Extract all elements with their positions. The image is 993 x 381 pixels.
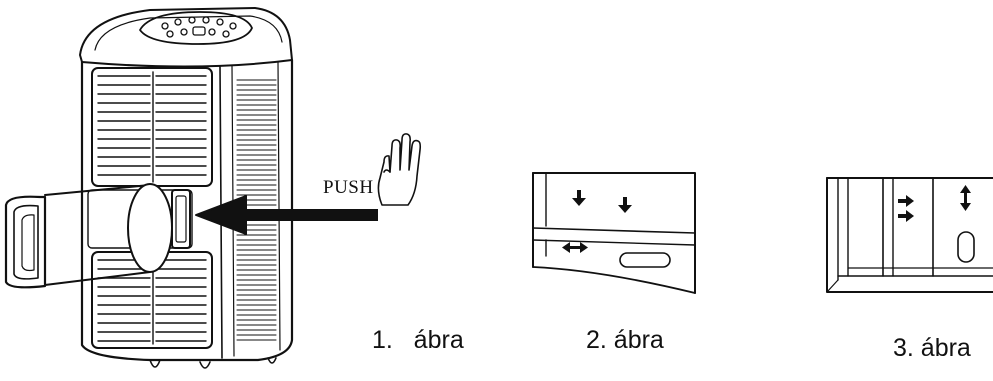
double-horizontal-arrow-icon: [562, 242, 588, 253]
double-vertical-arrow-icon: [960, 185, 971, 211]
window-diagram-3: [826, 177, 993, 293]
figure-3-caption: 3. ábra: [893, 334, 971, 362]
figure-1-caption: 1. ábra: [372, 326, 464, 354]
push-label: PUSH: [323, 177, 374, 198]
control-panel: [139, 11, 253, 45]
figure-2-caption: 2. ábra: [586, 326, 664, 354]
right-arrow-icon-2: [898, 210, 914, 222]
down-arrow-icon-2: [618, 197, 632, 213]
exhaust-hose: [44, 183, 191, 286]
raised-hand-icon: [377, 133, 422, 206]
air-conditioner-unit: [4, 7, 294, 369]
wheels: [149, 357, 277, 369]
window-diagram-2: [532, 172, 696, 294]
down-arrow-icon: [572, 190, 586, 206]
side-grille: [236, 79, 277, 341]
upper-grille-slats: [97, 71, 207, 183]
window-adapter-nozzle: [4, 195, 47, 289]
left-arrow-icon: [195, 195, 378, 235]
right-arrow-icon: [898, 195, 914, 207]
lower-grille-slats: [97, 255, 207, 345]
